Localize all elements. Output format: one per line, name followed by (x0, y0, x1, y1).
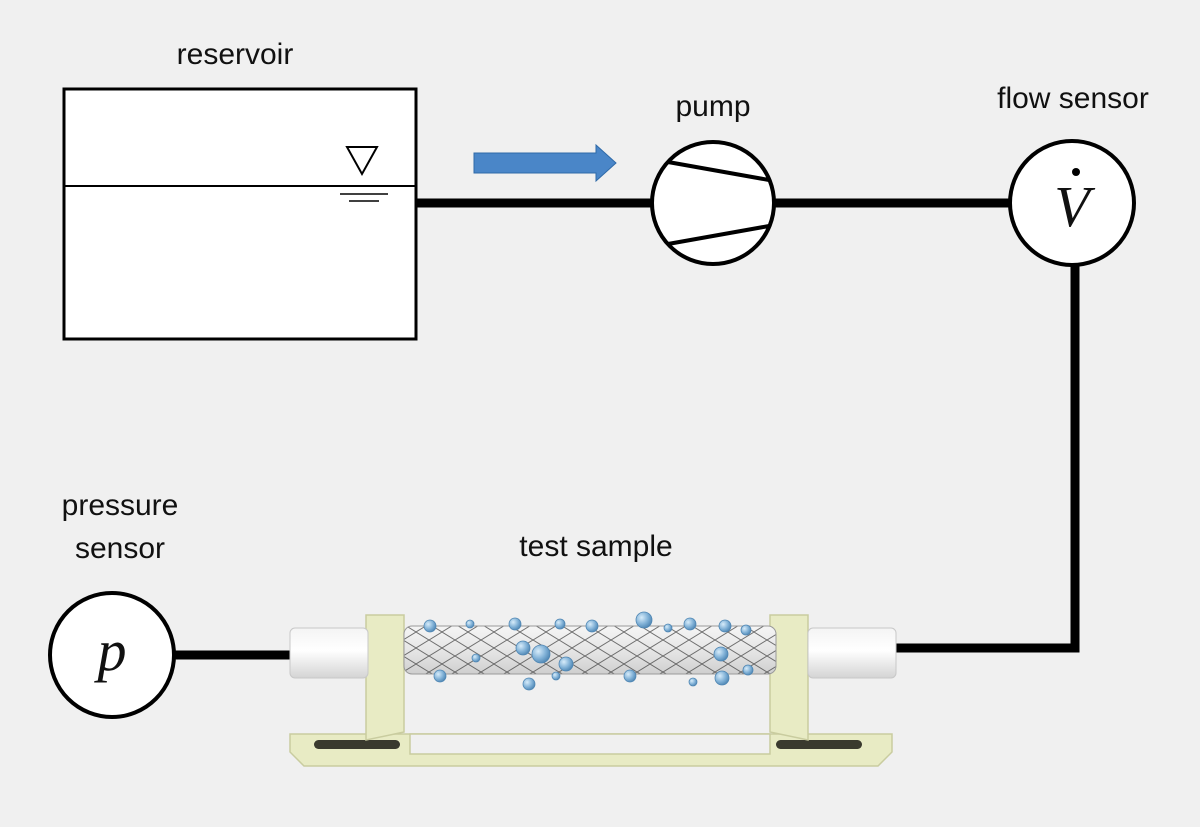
flow-sensor-label: flow sensor (997, 82, 1149, 115)
water-droplets (423, 611, 754, 691)
droplet (623, 669, 637, 683)
droplet (713, 646, 729, 662)
droplet (531, 644, 551, 664)
pump: pump (650, 90, 776, 266)
flow-sensor: V flow sensor (997, 82, 1149, 267)
droplet (433, 669, 447, 683)
droplet (742, 664, 754, 676)
pressure-sensor: p pressure sensor (48, 489, 179, 719)
reservoir: reservoir (62, 38, 418, 341)
flow-sensor-symbol: V (1054, 174, 1096, 239)
droplet (714, 670, 730, 686)
droplet (515, 640, 531, 656)
droplet (635, 611, 653, 629)
droplet (551, 671, 561, 681)
sample-tube-right (807, 627, 897, 679)
flow-sensor-dot (1072, 168, 1080, 176)
sample-mesh (403, 625, 777, 675)
droplet (471, 653, 481, 663)
water-level-triangle-icon (340, 146, 388, 202)
pipe-lines (175, 198, 1080, 660)
droplet (718, 619, 732, 633)
droplet (522, 677, 536, 691)
pressure-sensor-label-line1: pressure (62, 489, 179, 522)
droplet (585, 619, 599, 633)
droplet (554, 618, 566, 630)
pipe-flow-sensor-to-sample (896, 264, 1080, 653)
holder-slot-right (776, 740, 862, 749)
holder-bracket-right (769, 614, 809, 741)
sample-holder (289, 614, 893, 767)
droplet (465, 619, 475, 629)
pump-circle (650, 140, 776, 266)
pump-label: pump (675, 90, 750, 123)
reservoir-tank (62, 87, 418, 341)
pressure-sensor-label-line2: sensor (75, 532, 165, 565)
holder-bracket-left (365, 614, 405, 741)
right-arrow-icon (473, 143, 617, 183)
holder-base-opening (409, 733, 771, 755)
droplet (740, 624, 752, 636)
test-sample-label: test sample (519, 530, 672, 563)
droplet (683, 617, 697, 631)
pressure-sensor-circle (48, 591, 176, 719)
sample-tube-left (289, 627, 369, 679)
pump-blade-lower (667, 224, 770, 246)
holder-slot-left (314, 740, 400, 749)
pressure-sensor-symbol: p (94, 618, 127, 683)
reservoir-label: reservoir (177, 38, 294, 71)
droplet (508, 617, 522, 631)
test-sample: test sample (289, 530, 897, 767)
pump-blade-upper (667, 160, 770, 182)
droplet (558, 656, 574, 672)
droplet (663, 623, 673, 633)
droplet (688, 677, 698, 687)
droplet (423, 619, 437, 633)
flow-sensor-circle (1008, 139, 1136, 267)
